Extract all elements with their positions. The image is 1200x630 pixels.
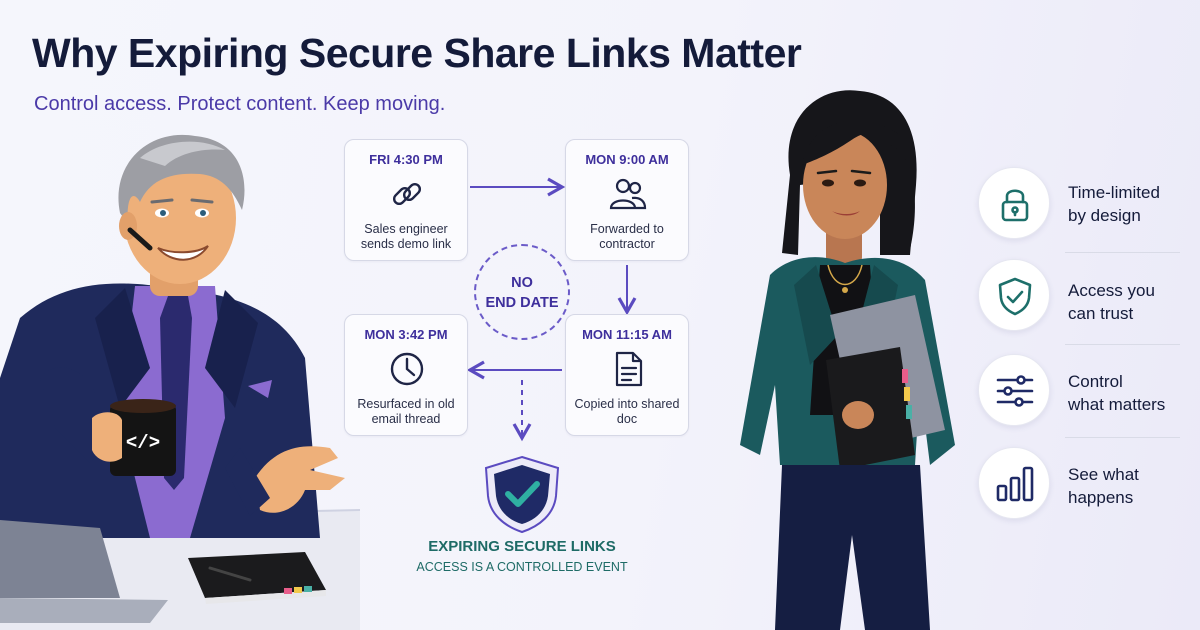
feature-line1: See what [1068,465,1139,484]
feature-icon-see-what [978,447,1050,519]
timeline-time: MON 9:00 AM [585,152,669,167]
feature-label-time-limited: Time-limited by design [1068,181,1188,227]
timeline-card-mon-1115: MON 11:15 AM Copied into shared doc [565,314,689,436]
page-subtitle: Control access. Protect content. Keep mo… [34,93,446,115]
timeline-caption: Copied into shared doc [574,397,680,426]
timeline-card-mon-900: MON 9:00 AM Forwarded to contractor [565,139,689,261]
timeline-card-mon-342: MON 3:42 PM Resurfaced in old email thre… [344,314,468,436]
feature-icon-time-limited [978,167,1050,239]
feature-line1: Time-limited [1068,183,1160,202]
timeline-caption: Forwarded to contractor [590,222,664,251]
feature-label-control: Control what matters [1068,370,1188,416]
feature-label-see-what: See what happens [1068,463,1188,509]
timeline-card-fri: FRI 4:30 PM Sales engineer sends demo li… [344,139,468,261]
feature-line2: by design [1068,206,1141,225]
bar-chart-icon [996,466,1034,502]
feature-line1: Control [1068,372,1123,391]
timeline-time: MON 3:42 PM [364,327,448,342]
feature-line2: happens [1068,488,1134,507]
man-with-coffee-mug-illustration: </> [0,134,360,630]
timeline-caption: Resurfaced in old email thread [357,397,455,426]
woman-holding-laptop-illustration [740,90,955,630]
link-icon [392,182,422,206]
feature-icon-control [978,354,1050,426]
no-end-date-line2: END DATE [485,295,559,311]
feature-line1: Access you [1068,281,1155,300]
feature-divider [1065,344,1180,345]
feature-divider [1065,437,1180,438]
mug-code-symbol: </> [126,432,160,454]
clock-icon [390,352,424,386]
solution-title: EXPIRING SECURE LINKS [428,538,616,555]
timeline-time: MON 11:15 AM [582,327,672,342]
page-title: Why Expiring Secure Share Links Matter [32,30,802,76]
feature-divider [1065,252,1180,253]
users-icon [609,178,647,210]
feature-icon-access-trust [978,259,1050,331]
sliders-icon [996,375,1034,407]
shield-check-icon [998,277,1032,316]
lock-icon [1001,189,1029,222]
no-end-date-badge: NO END DATE [474,244,570,340]
timeline-time: FRI 4:30 PM [369,152,443,167]
no-end-date-line1: NO [511,275,533,291]
shield-check-icon [484,455,560,534]
timeline-caption: Sales engineer sends demo link [360,222,452,251]
feature-line2: can trust [1068,304,1134,323]
feature-label-access-trust: Access you can trust [1068,279,1188,325]
document-icon [615,351,643,387]
solution-subtitle: ACCESS IS A CONTROLLED EVENT [416,560,628,574]
feature-line2: what matters [1068,395,1166,414]
